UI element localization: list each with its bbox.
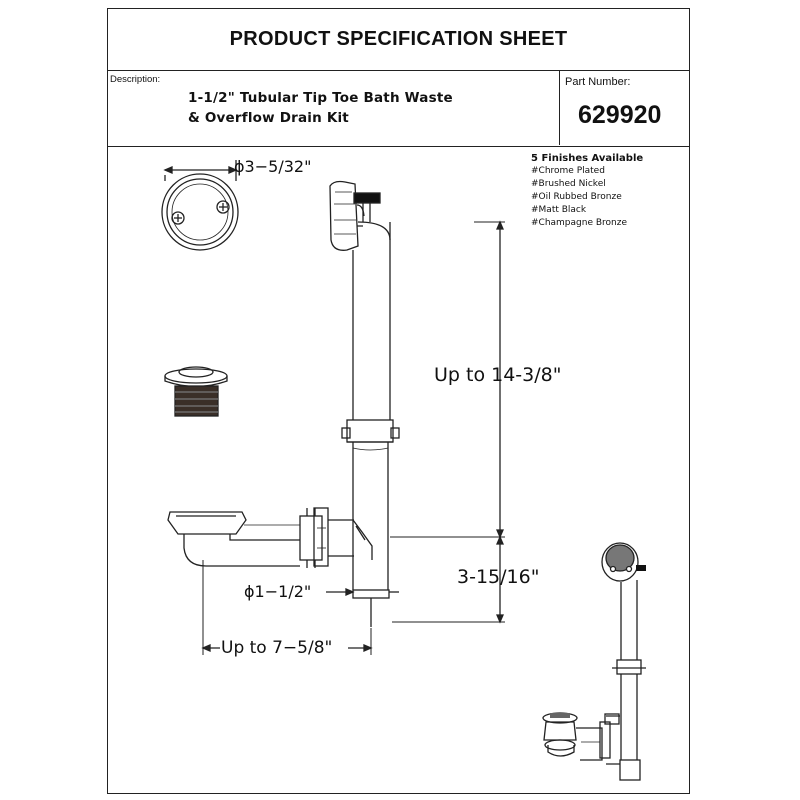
finish-item: #Matt Black	[531, 205, 587, 215]
part-number-label: Part Number:	[565, 76, 631, 88]
description-line-2: & Overflow Drain Kit	[188, 110, 349, 126]
pipe-diameter-label: ϕ1−1/2"	[244, 582, 312, 601]
description-line-1: 1-1/2" Tubular Tip Toe Bath Waste	[188, 90, 453, 106]
assembled-kit-drawing	[542, 542, 646, 781]
part-number-value: 629920	[578, 101, 662, 129]
part-number-cell: Part Number: 629920	[559, 71, 690, 145]
drain-height-label: 3-15/16"	[457, 566, 540, 588]
main-assembly-drawing	[167, 180, 400, 627]
overflow-height-label: Up to 14-3/8"	[434, 364, 562, 386]
faceplate-drawing	[161, 173, 239, 251]
finishes-list: 5 Finishes Available #Chrome Plated #Bru…	[531, 153, 643, 230]
header-row: PRODUCT SPECIFICATION SHEET	[108, 9, 689, 71]
finish-item: #Champagne Bronze	[531, 218, 628, 228]
spec-sheet-frame: PRODUCT SPECIFICATION SHEET Description:…	[107, 8, 690, 794]
horizontal-length-label: Up to 7−5/8"	[221, 638, 333, 658]
finishes-title: 5 Finishes Available	[531, 153, 644, 164]
description-label: Description:	[110, 74, 161, 85]
finish-item: #Oil Rubbed Bronze	[531, 192, 622, 202]
description-row: Description: 1-1/2" Tubular Tip Toe Bath…	[108, 71, 689, 147]
page-title: PRODUCT SPECIFICATION SHEET	[229, 28, 568, 50]
description-text: 1-1/2" Tubular Tip Toe Bath Waste & Over…	[188, 88, 453, 128]
finish-item: #Chrome Plated	[531, 166, 605, 176]
faceplate-diameter-label: ϕ3−5/32"	[234, 157, 312, 176]
stopper-drawing	[164, 366, 228, 417]
finish-item: #Brushed Nickel	[531, 179, 606, 189]
